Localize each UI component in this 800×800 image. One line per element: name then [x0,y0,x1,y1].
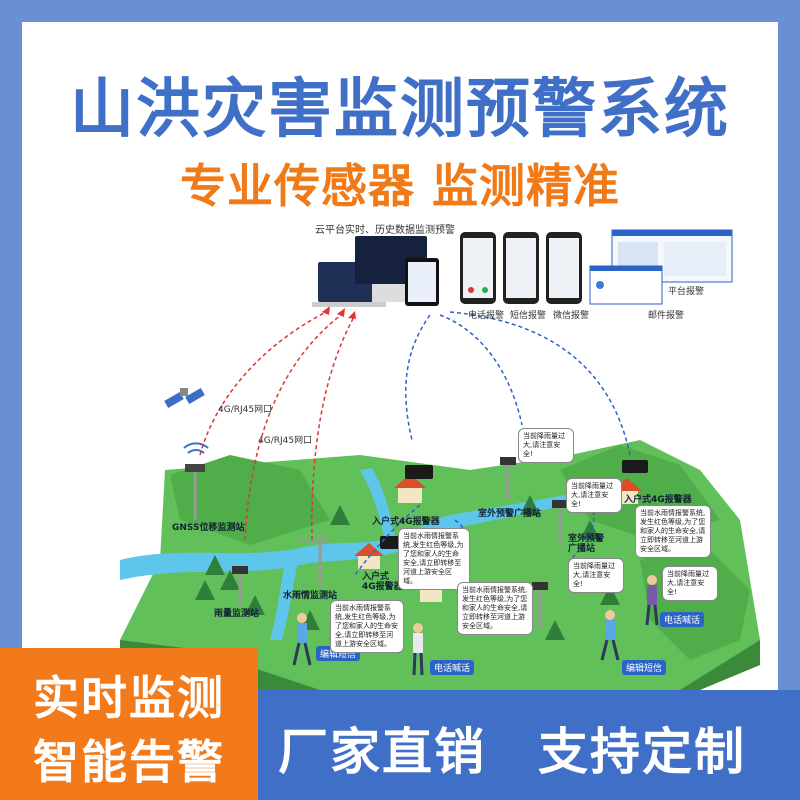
home-alarm-label-1: 入户式4G报警器 [372,517,440,527]
home-alarm-label-3: 入户式4G报警器 [624,495,692,505]
person-call-1 [412,623,424,676]
outdoor-station-label-1: 室外预警广播站 [478,509,542,519]
factory-direct-text: 厂家直销 [278,723,486,781]
email-alarm-label: 邮件报警 [648,311,685,321]
speech-bubble-2: 当前降雨量过大,请注意安全! [566,478,622,513]
phone-call-icon [460,232,496,304]
upload-arrowheads [322,306,356,319]
person-sms-label-2: 编辑短信 [622,660,667,675]
satellite-icon [164,388,205,408]
speech-bubble-5: 当前水雨情报警系统,发生红色等级,为了您和家人的生命安全,请立即转移至河道上游安… [457,582,533,635]
person-call-label-2: 电话喊话 [660,612,705,627]
speech-bubble-7: 当前水雨情报警系统,发生红色等级,为了您和家人的生命安全,请立即转移至河道上游安… [330,600,404,653]
person-call-label-1: 电话喊话 [430,660,475,675]
rain-station-label: 雨量监测站 [214,609,260,619]
outdoor-station-label-2: 室外预警 广播站 [568,534,605,554]
speech-bubble-6: 当前降雨量过大,请注意安全! [568,558,624,593]
platform-alarm-label: 平台报警 [668,287,705,297]
email-window-icon [589,265,663,305]
speech-bubble-8: 当前降雨量过大,请注意安全! [662,566,718,601]
river-branch-1 [360,468,395,540]
tablet-icon [405,258,439,306]
signal-icon [183,442,209,454]
download-arrows [354,311,631,576]
hill-left [170,455,330,545]
wechat-alarm-label: 微信报警 [553,311,590,321]
gnss-station-label: GNSS位移监测站 [172,523,245,533]
outdoor-station-1 [500,457,516,500]
poster-subtitle: 专业传感器 监测精准 [179,159,620,213]
speech-bubble-4: 当前水雨情报警系统,发生红色等级,为了您和家人的生命安全,请立即转移至河道上游安… [398,528,470,590]
realtime-monitoring-text: 实时监测 [33,671,225,725]
person-sms-1 [292,613,312,666]
upload-arrows [199,309,356,541]
speech-bubble-3: 当前水雨情报警系统,发生红色等级,为了您和家人的生命安全,请立即转移至河道上游安… [635,505,711,558]
smart-alarm-text: 智能告警 [33,735,225,789]
customization-text: 支持定制 [538,723,746,781]
home-alarm-label-2: 入户式 4G报警器 [362,572,403,592]
phone-wechat-icon [546,232,582,304]
water-station [300,535,330,585]
network-label-2: 4G/RJ45网口 [258,436,313,446]
house-1 [394,474,426,503]
water-station-label: 水雨情监测站 [283,591,338,601]
poster-title: 山洪灾害监测预警系统 [70,73,730,147]
rain-station [232,566,248,605]
person-call-2 [645,575,659,626]
network-label-1: 4G/RJ45网口 [218,405,273,415]
cloud-platform-label: 云平台实时、历史数据监测预警 [315,225,455,236]
phone-call-alarm-label: 电话报警 [468,311,505,321]
bottom-right-banner: 厂家直销 支持定制 [258,690,800,800]
bottom-left-banner: 实时监测 智能告警 [0,648,258,800]
speech-bubble-1: 当前降雨量过大,请注意安全! [518,428,574,463]
river-branch-2 [270,560,298,640]
house-2 [354,543,384,569]
person-sms-2 [600,610,620,661]
phone-sms-icon [503,232,539,304]
sms-alarm-label: 短信报警 [510,311,547,321]
outdoor-station-2 [552,500,568,545]
river [120,495,575,580]
outdoor-station-3 [532,582,548,630]
gnss-station [185,464,205,520]
